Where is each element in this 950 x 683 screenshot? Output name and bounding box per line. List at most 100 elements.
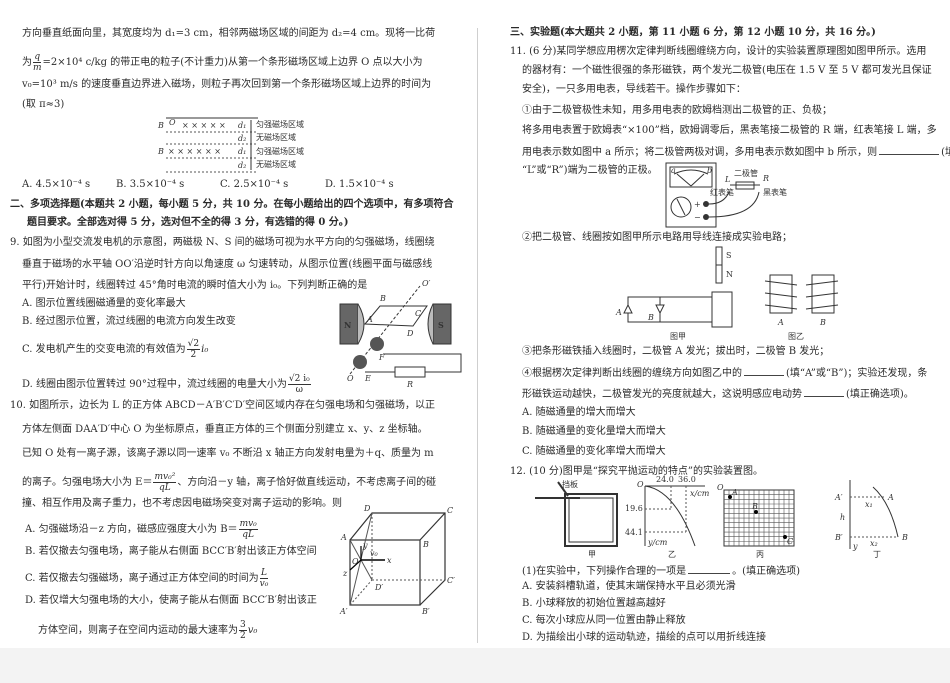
numerator: mv₀ [238, 519, 258, 530]
label-plus: + [694, 200, 701, 209]
q10-line2: 方体左侧面 DAA′D′中心 O 为坐标原点，垂直正方体的三个侧面分别建立 x、… [22, 424, 428, 435]
label-s: S [726, 251, 731, 260]
label-a: A [340, 533, 347, 542]
label-origin: O [637, 480, 644, 489]
denominator: 2 [240, 631, 246, 641]
numerator: mv₀² [153, 472, 177, 483]
label-coil-a: A [777, 318, 784, 327]
label-o: O [169, 118, 176, 127]
q9-line2: 垂直于磁场的水平轴 OO′沿逆时针方向以角速度 ω 匀速转动，从图示位置(线圈平… [22, 259, 433, 270]
answer-blank[interactable] [744, 365, 784, 376]
label-b: B [157, 147, 164, 156]
label-d: D [406, 329, 414, 338]
answer-blank[interactable] [879, 144, 940, 155]
label-s: S [438, 320, 444, 330]
x-axis-label: x/cm [690, 489, 710, 498]
q10-line3: 已知 O 处有一离子源，该离子源以同一速率 v₀ 不断沿 x 轴正方向发射电量为… [22, 448, 434, 459]
q12-option-a: A. 安装斜槽轨道，使其末端保持水平且必须光滑 [522, 581, 736, 592]
label-d2: d₂ [238, 134, 246, 143]
figure-jia: 挡板 甲 [535, 479, 618, 559]
q8-option-a: A. 4.5×10⁻⁴ s [22, 179, 91, 190]
q11-step4b: 形磁铁运动越快，二极管发光的亮度就越大，这说明感应电动势(填正确选项)。 [522, 386, 914, 402]
label-d1: d₁ [238, 121, 246, 130]
text: (填 [941, 147, 950, 158]
caption-yi: 乙 [668, 550, 676, 559]
q11-line1: 11. (6 分)某同学想应用楞次定律判断线圈缠绕方向，设计的实验装置原理图如图… [510, 46, 927, 57]
label-o-prime: O′ [422, 279, 431, 288]
answer-blank[interactable] [804, 386, 844, 397]
q10-option-d: D. 若仅增大匀强电场的大小，使离子能从右侧面 BCC′B′射出该正 [25, 595, 317, 606]
numerator: L [260, 568, 268, 579]
text: 方体空间，则离子在空间内运动的最大速率为 [38, 625, 238, 636]
label-red-probe: 红表笔 [710, 187, 734, 197]
q11-step1d: “L”或“R”)端为二极管的正极。 [522, 165, 658, 176]
label-field: 匀强磁场区域 [256, 146, 304, 156]
label-field: 匀强磁场区域 [256, 119, 304, 129]
q10-cube-figure: D C A B O x y z v₀ D′ C′ A′ B′ [339, 504, 455, 616]
section3-heading: 三、实验题(本大题共 2 小题，第 11 小题 6 分，第 12 小题 10 分… [510, 27, 876, 38]
figure-bing-grid: O A B C 丙 [717, 483, 795, 559]
text: (1)在实验中，下列操作合理的一项是 [522, 566, 687, 577]
label-v0: v₀ [370, 549, 379, 558]
text: C. 发电机产生的交变电流的有效值为 [22, 344, 186, 355]
q8-text-line4: (取 π≈3) [22, 99, 65, 110]
q11-option-c: C. 随磁通量的变化率增大而增大 [522, 446, 666, 457]
label-diode-a: A [615, 308, 622, 317]
y-axis-label: y/cm [647, 538, 668, 547]
q8-option-b: B. 3.5×10⁻⁴ s [116, 179, 185, 190]
denominator: qL [159, 483, 171, 493]
text: 。(填正确选项) [732, 566, 800, 577]
caption-yi: 图乙 [788, 332, 804, 341]
text: A. 匀强磁场沿－z 方向，磁感应强度大小为 B＝ [25, 524, 238, 535]
q9-option-b: B. 经过图示位置，流过线圈的电流方向发生改变 [22, 316, 236, 327]
q11-step1: ①由于二极管极性未知，用多用电表的欧姆档测出二极管的正、负极； [522, 105, 832, 116]
label-minus: − [694, 213, 701, 222]
q11-circuit-figure: S N A B 图甲 A B 图乙 [615, 246, 839, 341]
label-a: A [366, 315, 373, 324]
svg-text:× × × × ×: × × × × × [182, 121, 226, 130]
label-x1: x₁ [865, 500, 873, 509]
figure-ding: A′ A x₁ h B′ B x₂ y 丁 [834, 480, 908, 559]
text: 的离子。匀强电场大小为 E＝ [22, 477, 153, 488]
label-a: a [671, 166, 676, 175]
label-l: L [724, 175, 730, 184]
q11-multimeter-figure: a b + − 二极管 L R 红表笔 黑表笔 [665, 162, 787, 228]
svg-text:× × × × × ×: × × × × × × [168, 147, 221, 156]
denominator: v₀ [259, 579, 269, 589]
q8-magnetic-strips-figure: B O × × × × × B × × × × × × d₁ d₂ d₁ d₂ … [157, 117, 304, 173]
numerator: q [33, 52, 42, 63]
label-h: h [840, 513, 845, 522]
label-d: D [363, 504, 371, 513]
section2-heading-cont: 题目要求。全部选对得 5 分，选对但不全的得 3 分，有选错的得 0 分。) [27, 217, 349, 228]
q12-line1: 12. (10 分)图甲是“探究平抛运动的特点”的实验装置图。 [510, 466, 764, 477]
label-a: A [887, 493, 894, 502]
caption-jia: 甲 [588, 550, 596, 559]
answer-blank[interactable] [688, 563, 731, 574]
caption-bing: 丙 [756, 550, 764, 559]
q12-figures: 挡板 甲 O 24.0 36.0 x/cm 19.6 44.1 y/cm 乙 O… [535, 475, 908, 559]
q12-option-d: D. 为描绘出小球的运动轨迹，描绘的点可以用折线连接 [522, 632, 767, 643]
label-origin: O [717, 483, 724, 492]
tick-x-24: 24.0 [656, 475, 674, 484]
label-d1: d₁ [238, 147, 246, 156]
q8-option-d: D. 1.5×10⁻⁴ s [325, 179, 394, 190]
label-black-probe: 黑表笔 [763, 187, 787, 197]
q11-step2: ②把二极管、线圈按如图甲所示电路用导线连接成实验电路； [522, 232, 792, 243]
figure-yi-trajectory: O 24.0 36.0 x/cm 19.6 44.1 y/cm 乙 [625, 475, 710, 559]
label-b: B [751, 502, 758, 511]
tick-y-19-6: 19.6 [625, 504, 643, 513]
label-e: E [364, 374, 371, 383]
text: 为 [22, 57, 32, 68]
q11-line3: 安全)，一只多用电表，导线若干。操作步骤如下： [522, 84, 746, 95]
label-b-prime: B′ [834, 533, 843, 542]
label-z: z [342, 569, 348, 578]
label-x2: x₂ [870, 539, 878, 548]
